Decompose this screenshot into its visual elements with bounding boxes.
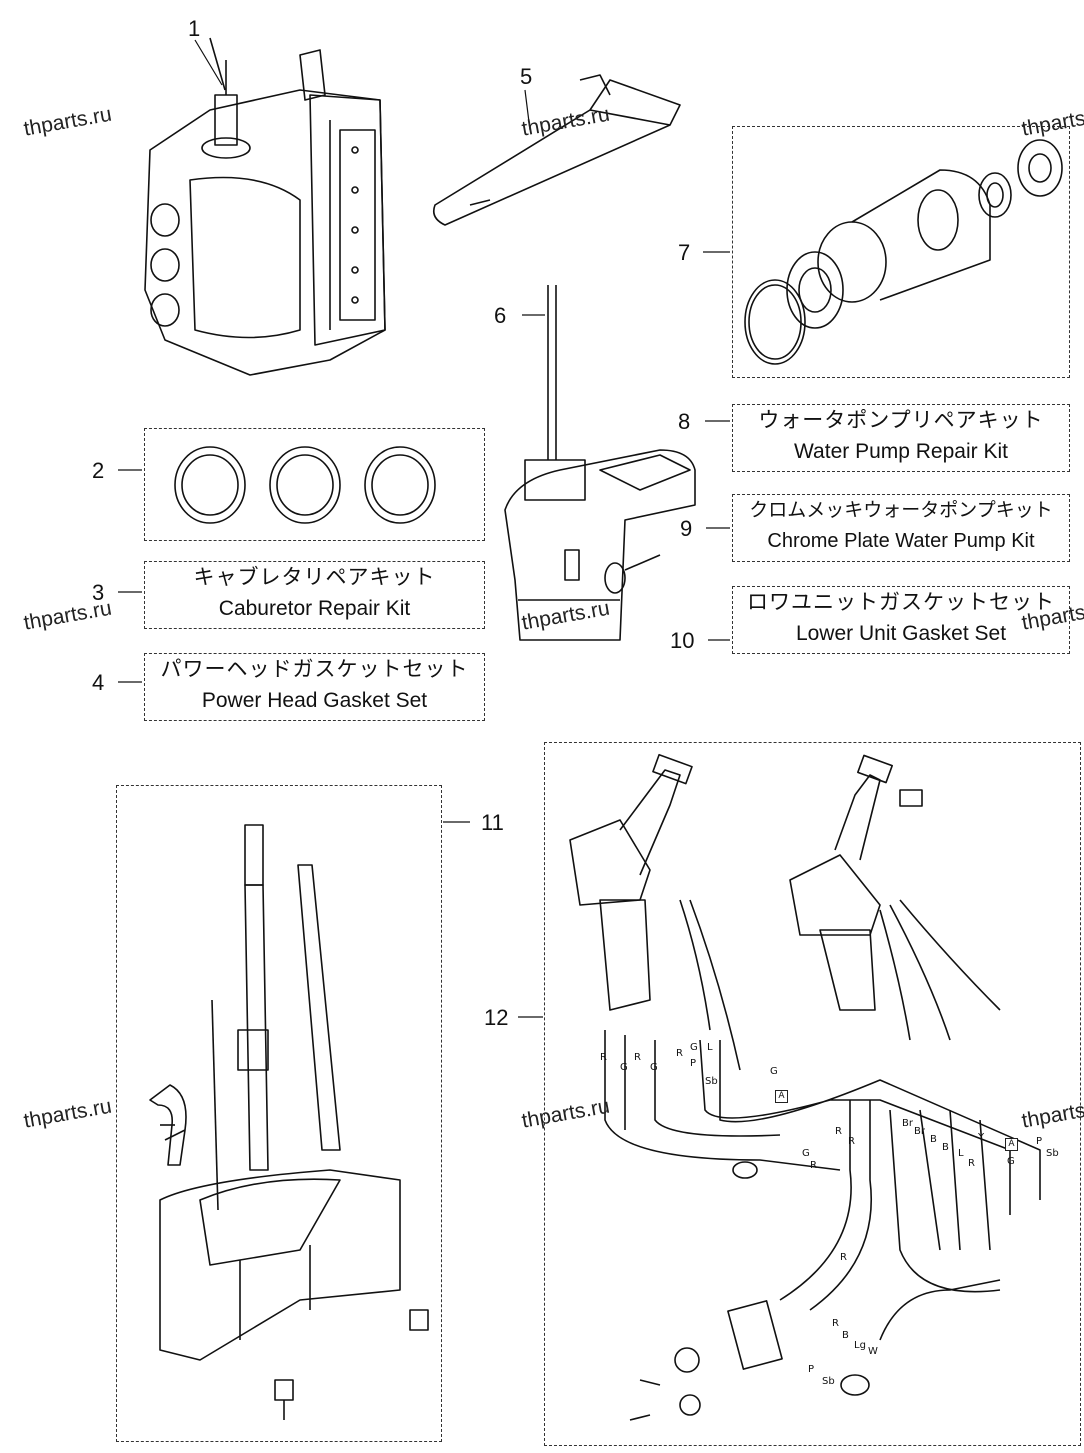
- connector-tag-a: A: [775, 1090, 788, 1103]
- carburetor-rings-illustration: [174, 446, 436, 524]
- wire-label: Br: [902, 1118, 913, 1129]
- kit-box-12: [544, 742, 1081, 1446]
- wire-label: R: [968, 1158, 975, 1169]
- water-pump-illustration: [744, 139, 1063, 365]
- kit-10-jp: ロワユニットガスケットセット: [747, 590, 1055, 614]
- drive-shaft-illustration: [432, 74, 681, 226]
- power-head-illustration: [144, 37, 386, 376]
- kit-4-en: Power Head Gasket Set: [201, 689, 428, 712]
- kit-8-en: Water Pump Repair Kit: [794, 440, 1008, 463]
- kit-3-jp: キャブレタリペアキット: [193, 565, 436, 589]
- callout-9: 9: [680, 516, 693, 541]
- wire-label: Br: [914, 1126, 925, 1137]
- kit-box-11: [116, 785, 442, 1442]
- wire-label: R: [835, 1126, 842, 1137]
- wire-label: G: [650, 1062, 658, 1073]
- wire-label: B: [930, 1134, 937, 1145]
- wire-label: B: [942, 1142, 949, 1153]
- callout-4: 4: [92, 670, 105, 695]
- kit-label-10: ロワユニットガスケットセット Lower Unit Gasket Set: [732, 586, 1070, 654]
- wire-label: W: [868, 1346, 878, 1357]
- callout-7: 7: [678, 240, 691, 265]
- callout-11: 11: [481, 810, 504, 835]
- wire-label: B: [842, 1330, 849, 1341]
- callout-2: 2: [92, 458, 105, 483]
- callout-12: 12: [484, 1005, 509, 1030]
- wire-label: P: [1036, 1136, 1043, 1147]
- kit-9-jp: クロムメッキウォータポンプキット: [749, 499, 1053, 521]
- wire-label: G: [620, 1062, 628, 1073]
- callout-3: 3: [92, 580, 105, 605]
- wire-label: G: [690, 1042, 698, 1053]
- wire-label: L: [707, 1042, 713, 1053]
- callout-5: 5: [520, 64, 533, 89]
- kit-label-4: パワーヘッドガスケットセット Power Head Gasket Set: [144, 653, 485, 721]
- wire-label: R: [600, 1052, 607, 1063]
- wire-label: R: [676, 1048, 683, 1059]
- wire-label: P: [808, 1364, 815, 1375]
- kit-label-8: ウォータポンプリペアキット Water Pump Repair Kit: [732, 404, 1070, 472]
- kit-box-2: [144, 428, 485, 541]
- exhaust-assembly-illustration: [149, 824, 429, 1420]
- wire-label: R: [832, 1318, 839, 1329]
- kit-9-en: Chrome Plate Water Pump Kit: [767, 530, 1035, 552]
- wire-label: R: [840, 1252, 847, 1263]
- remote-control-illustration: [569, 753, 1041, 1421]
- callout-1: 1: [188, 16, 201, 41]
- kit-3-en: Caburetor Repair Kit: [218, 597, 411, 620]
- kit-8-jp: ウォータポンプリペアキット: [758, 408, 1044, 432]
- callout-10: 10: [670, 628, 695, 653]
- wire-label: Lg: [854, 1340, 866, 1351]
- wire-label: Y: [978, 1132, 985, 1143]
- callout-6: 6: [494, 303, 507, 328]
- wire-label: G: [1007, 1156, 1015, 1167]
- wire-label: G: [770, 1066, 778, 1077]
- wire-label: Sb: [822, 1376, 835, 1387]
- wire-label: Sb: [1046, 1148, 1059, 1159]
- connector-tag-a: A: [1005, 1138, 1018, 1151]
- kit-4-jp: パワーヘッドガスケットセット: [160, 657, 469, 681]
- kit-box-7: [732, 126, 1070, 378]
- wire-label: G: [802, 1148, 810, 1159]
- callout-8: 8: [678, 409, 691, 434]
- wire-label: Sb: [705, 1076, 718, 1087]
- wire-label: R: [634, 1052, 641, 1063]
- lower-unit-illustration: [504, 285, 696, 641]
- wire-label: R: [810, 1160, 817, 1171]
- wire-label: R: [848, 1136, 855, 1147]
- kit-10-en: Lower Unit Gasket Set: [795, 622, 1007, 645]
- leader-lines: [118, 39, 730, 1018]
- wire-label: P: [690, 1058, 697, 1069]
- kit-label-3: キャブレタリペアキット Caburetor Repair Kit: [144, 561, 485, 629]
- kit-label-9: クロムメッキウォータポンプキット Chrome Plate Water Pump…: [732, 494, 1070, 562]
- wire-label: L: [958, 1148, 964, 1159]
